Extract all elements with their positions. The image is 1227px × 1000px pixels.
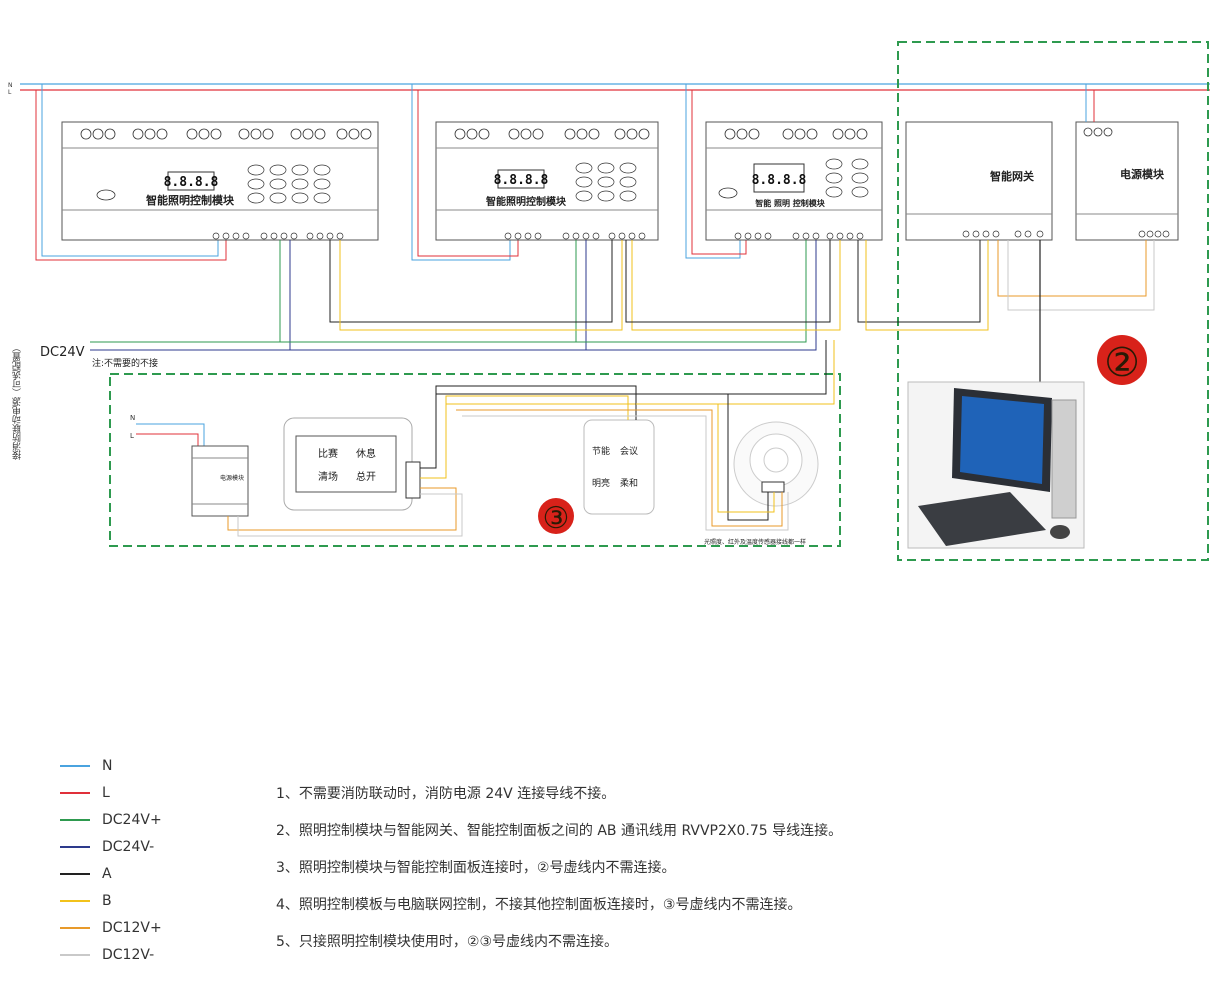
note-item: 1、不需要消防联动时，消防电源 24V 连接导线不接。 — [276, 786, 616, 802]
rail-n-label: N — [8, 82, 13, 89]
badge-3-circle — [538, 498, 574, 534]
power-module: 电源模块 — [1075, 121, 1179, 241]
badge-3-label: ③ — [543, 501, 570, 536]
small-power-title: 电源模块 — [220, 474, 244, 482]
feed-l-1 — [35, 90, 227, 261]
legend-label: L — [102, 784, 110, 801]
feed-n-1 — [41, 84, 219, 257]
small-power-module: 电源模块 — [191, 445, 249, 517]
legend-item: DC24V+ — [60, 806, 162, 833]
box3-l-label: L — [130, 432, 134, 440]
note-item: 5、只接照明控制模块使用时，②③号虚线内不需连接。 — [276, 934, 619, 950]
panel-button-1[interactable]: 比赛 — [318, 447, 338, 460]
panel-button-2[interactable]: 休息 — [356, 447, 376, 460]
box3-n-label: N — [130, 414, 135, 422]
feed-n-2 — [411, 84, 511, 261]
dashed-box-3 — [109, 373, 841, 547]
dashed-box-2 — [897, 41, 1209, 561]
dc24v-label: DC24V — [40, 345, 85, 360]
panel2-button-1[interactable]: 节能 — [592, 445, 610, 457]
legend-label: A — [102, 865, 112, 882]
legend-swatch — [60, 953, 90, 956]
vertical-note: 接消防联动电源（可选配置） — [13, 343, 24, 461]
legend-item: B — [60, 887, 162, 914]
legend-swatch — [60, 818, 90, 821]
badge-2-label: ② — [1104, 340, 1140, 386]
note-item: 3、照明控制模块与智能控制面板连接时，②号虚线内不需连接。 — [276, 860, 676, 876]
legend-swatch — [60, 872, 90, 875]
module-1-title: 智能照明控制模块 — [146, 193, 235, 207]
legend-label: DC24V+ — [102, 811, 162, 828]
legend-item: DC12V- — [60, 941, 162, 968]
feed-l-2 — [417, 90, 519, 257]
badge-2-circle — [1097, 335, 1147, 385]
legend-item: DC12V+ — [60, 914, 162, 941]
lighting-module-3: 8.8.8.8 智能 照明 控制模块 — [705, 121, 883, 241]
legend-label: B — [102, 892, 112, 909]
gateway-title: 智能网关 — [990, 169, 1034, 183]
module-1-display: 8.8.8.8 — [164, 175, 219, 190]
module-3-title: 智能 照明 控制模块 — [755, 198, 826, 208]
module-2-title: 智能照明控制模块 — [486, 195, 567, 208]
panel-button-3[interactable]: 清场 — [318, 470, 338, 483]
wiring-diagram: N L 8.8.8.8 智能照明控制模块 — [8, 41, 1210, 561]
control-panel-1: 比赛 休息 清场 总开 — [283, 417, 421, 511]
rail-l-label: L — [8, 89, 12, 96]
feed-l-3 — [691, 90, 747, 255]
legend-swatch — [60, 926, 90, 929]
legend-swatch — [60, 791, 90, 794]
control-panel-2: 节能 会议 明亮 柔和 — [583, 419, 655, 515]
module-3-display: 8.8.8.8 — [752, 173, 807, 188]
panel2-button-2[interactable]: 会议 — [620, 445, 638, 457]
dc24v-note: 注:不需要的不接 — [92, 357, 158, 369]
legend-item: A — [60, 860, 162, 887]
lighting-module-2: 8.8.8.8 智能照明控制模块 — [435, 121, 659, 241]
legend-label: DC24V- — [102, 838, 155, 855]
module-2-display: 8.8.8.8 — [494, 173, 549, 188]
note-item: 2、照明控制模块与智能网关、智能控制面板之间的 AB 通讯线用 RVVP2X0.… — [276, 823, 843, 839]
power-module-title: 电源模块 — [1120, 167, 1165, 181]
notes: 1、不需要消防联动时，消防电源 24V 连接导线不接。 2、照明控制模块与智能网关… — [276, 781, 842, 966]
panel2-button-3[interactable]: 明亮 — [592, 477, 610, 489]
sensor-illustration — [733, 421, 819, 507]
legend-item: DC24V- — [60, 833, 162, 860]
computer-illustration — [907, 381, 1085, 549]
legend-label: DC12V+ — [102, 919, 162, 936]
feed-n-3 — [685, 84, 741, 259]
legend-swatch — [60, 764, 90, 767]
panel-button-4[interactable]: 总开 — [356, 470, 376, 483]
legend-label: N — [102, 757, 113, 774]
legend-item: L — [60, 779, 162, 806]
legend-swatch — [60, 899, 90, 902]
legend-label: DC12V- — [102, 946, 155, 963]
lighting-module-1: 8.8.8.8 智能照明控制模块 — [61, 121, 379, 241]
smart-gateway: 智能网关 — [905, 121, 1053, 241]
sensor-note: 光照度、红外及温度传感器接线都一样 — [704, 538, 806, 546]
legend-swatch — [60, 845, 90, 848]
note-item: 4、照明控制模板与电脑联网控制，不接其他控制面板连接时，③号虚线内不需连接。 — [276, 897, 802, 913]
legend-item: N — [60, 752, 162, 779]
panel2-button-4[interactable]: 柔和 — [620, 478, 638, 489]
